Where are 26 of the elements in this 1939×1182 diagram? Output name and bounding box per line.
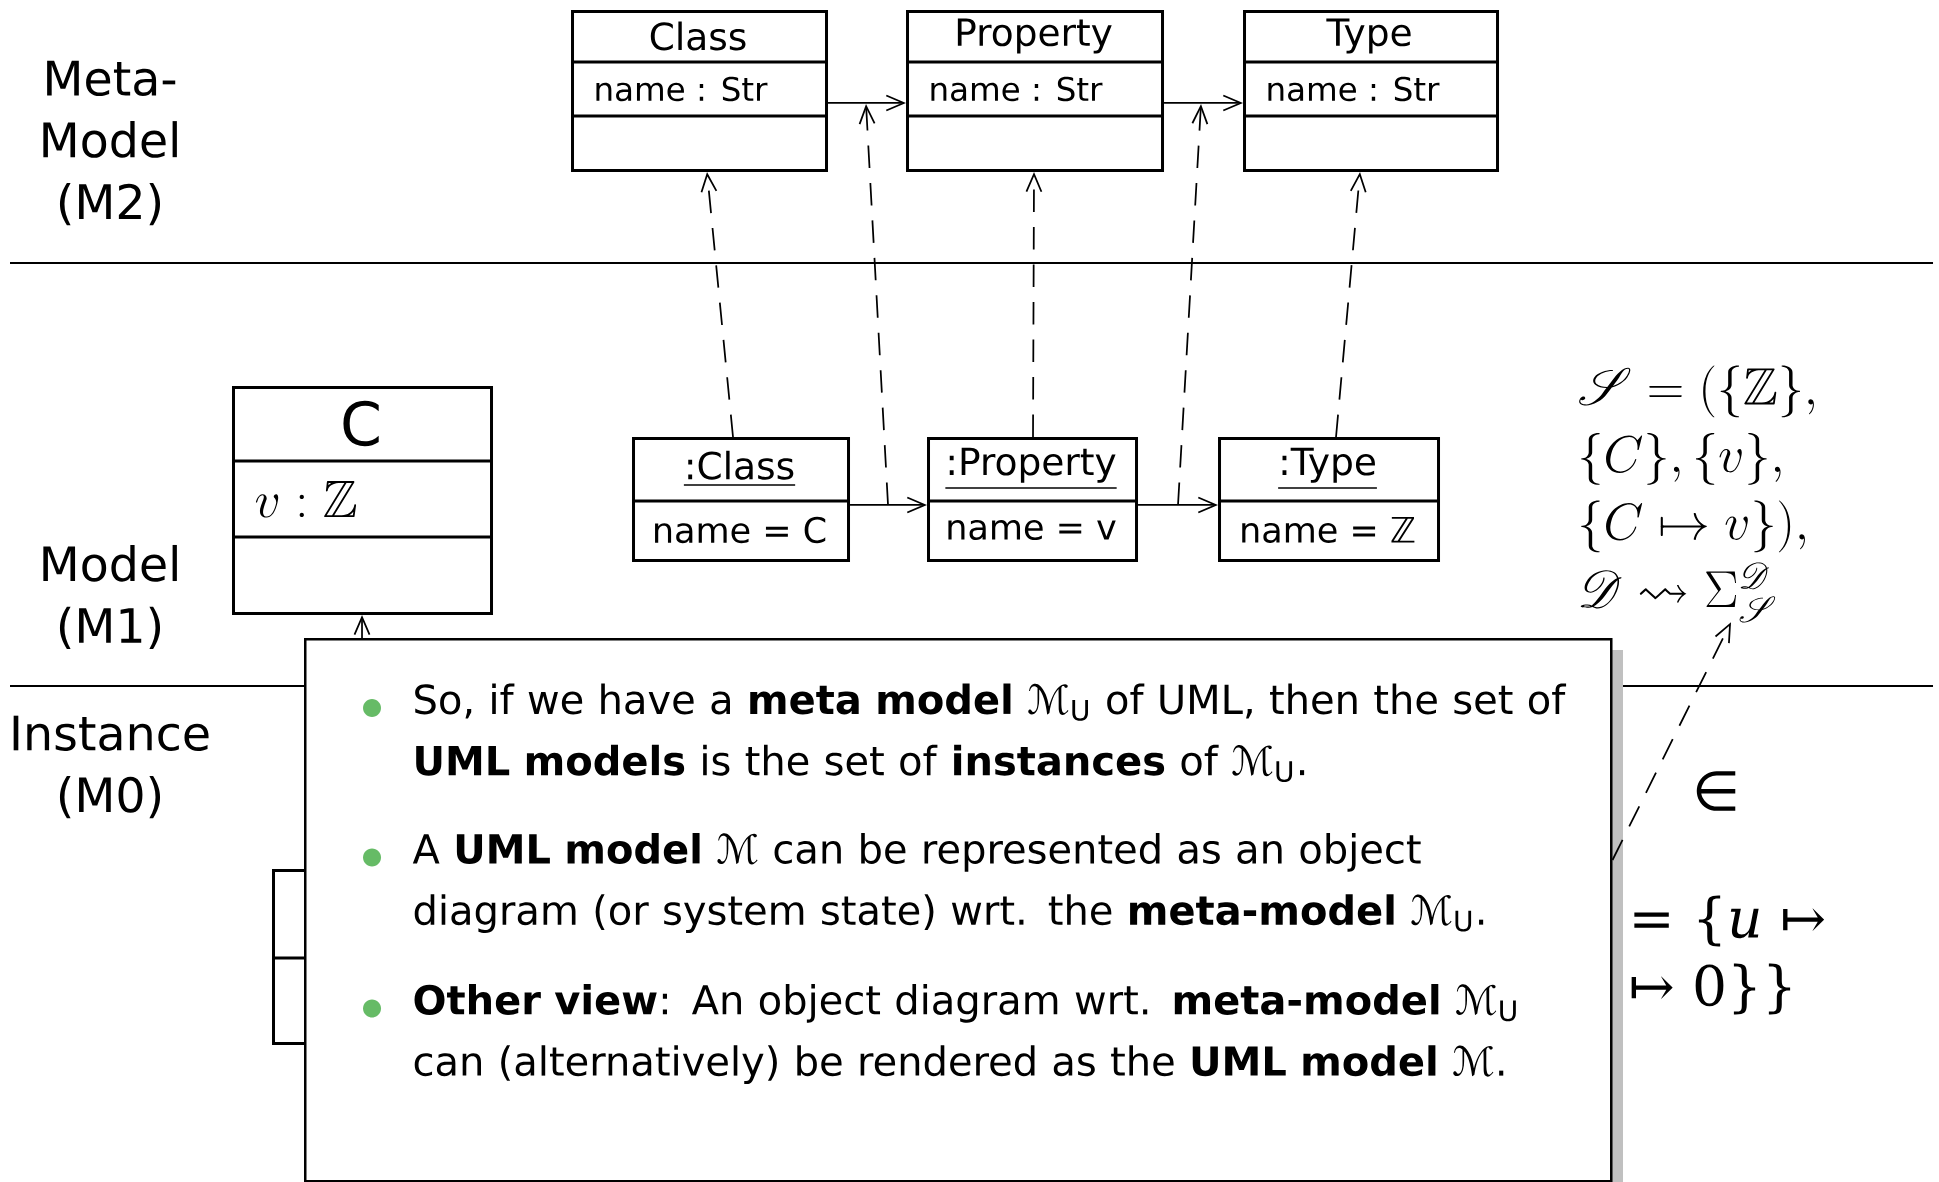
class-box: Property name : Str — [906, 10, 1164, 172]
edge-label: ∈ — [1687, 766, 1745, 816]
object-box — [272, 869, 307, 1045]
arrow — [827, 94, 906, 112]
dashed-arrow — [700, 172, 734, 438]
arrow — [1137, 496, 1218, 514]
bullet-text: So, if we have a meta model ℳ$_{U}$ of UML, then the set of UML models is the set of instances of ℳ$_{U}$. — [415, 683, 1567, 782]
class-box: Class name : Str — [571, 10, 828, 172]
formula: $\mathscr{S} = (\{\mathbb{Z}\},$ $\{C\}, \{v\},$ $\{C \mapsto v\}),$ $\mathscr{D} \rightsquigarrow \Sigma_{\mathscr{S}}^{\mathscr{D}}$ — [1579, 365, 1814, 623]
bullet-text: A UML model ℳ can be represented as an object diagram (or system state) wrt. the meta-model ℳ$_{U}$. — [412, 833, 1484, 933]
class-box: C $v : \mathbb{Z}$ — [232, 386, 493, 615]
layer-label: Instance (M0) — [13, 715, 209, 819]
dashed-arrow — [1025, 172, 1043, 438]
layer-label: Meta-Model (M2) — [43, 60, 177, 226]
layer-label: Model (M1) — [43, 544, 177, 650]
bullet-text: Other view: An object diagram wrt. meta-model ℳ$_{U}$ can (alternatively) be rendered as the UML model ℳ. — [414, 984, 1516, 1084]
arrow — [1163, 94, 1244, 112]
object-box: :Type name = ℤ — [1218, 437, 1440, 562]
dashed-arrow — [1335, 172, 1367, 438]
arrow — [353, 615, 371, 639]
dashed-arrow — [1611, 622, 1732, 861]
object-box: :Property name = v — [927, 437, 1138, 562]
object-box: :Class name = C — [632, 437, 850, 562]
arrow — [849, 496, 928, 514]
formula-fragment: = {u ↦ — [1634, 895, 1824, 947]
class-box: Type name : Str — [1243, 10, 1499, 172]
